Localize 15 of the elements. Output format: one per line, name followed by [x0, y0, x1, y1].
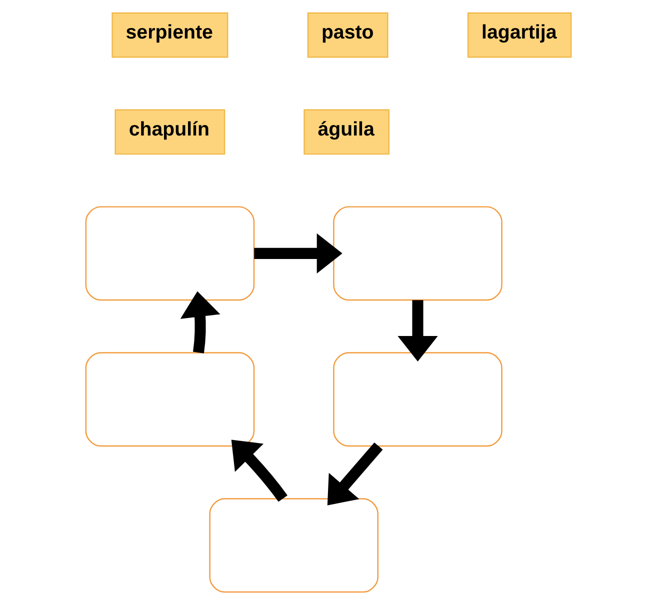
node-box: chapulín: [114, 109, 226, 155]
node-box: [85, 352, 255, 447]
node-box: [333, 206, 502, 301]
arrow: [327, 442, 383, 506]
node-box: [209, 498, 378, 593]
node-box: águila: [304, 109, 390, 155]
arrow: [231, 440, 288, 502]
arrow: [254, 233, 342, 274]
node-box: [85, 206, 255, 301]
arrow: [180, 291, 220, 354]
node-box: lagartija: [467, 12, 572, 58]
node-box: pasto: [307, 12, 388, 58]
node-box: serpiente: [112, 12, 228, 58]
node-box: [333, 352, 502, 447]
arrow: [398, 300, 438, 362]
